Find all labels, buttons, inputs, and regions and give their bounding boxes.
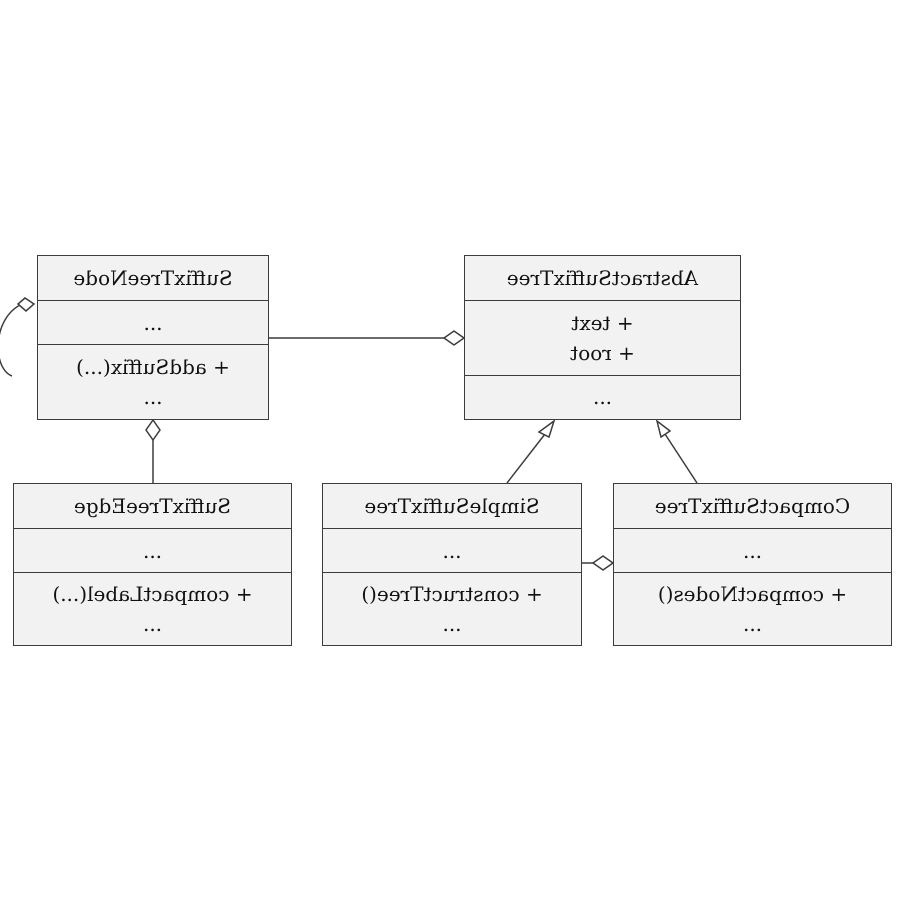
class-header: SimpleSuffixTree	[323, 484, 581, 528]
attribute: + text	[571, 311, 634, 335]
class-header: AbstractSuffixTree	[465, 256, 740, 300]
attributes-section: + text + root	[465, 300, 740, 375]
class-header: SuffixTreeEdge	[14, 484, 291, 528]
aggregation-edge-to-node	[145, 418, 161, 483]
aggregation-node-to-tree	[269, 330, 466, 346]
method: ...	[143, 384, 163, 409]
class-name: SimpleSuffixTree	[364, 494, 540, 518]
attributes-section: ...	[614, 528, 891, 572]
method: ...	[742, 611, 763, 636]
methods-section: + compactLabel(...) ...	[14, 572, 291, 644]
attribute: ...	[742, 538, 763, 563]
aggregation-diamond	[442, 330, 466, 346]
attributes-section: ...	[38, 300, 268, 344]
class-abstract-suffix-tree: AbstractSuffixTree + text + root ...	[464, 255, 741, 420]
class-header: SuffixTreeNode	[38, 256, 268, 300]
aggregation-diamond	[145, 418, 161, 442]
method: + compactNodes()	[657, 581, 848, 606]
method: + compactLabel(...)	[52, 581, 253, 606]
class-suffix-tree-edge: SuffixTreeEdge ... + compactLabel(...) .…	[13, 483, 292, 646]
attributes-section: ...	[14, 528, 291, 572]
method: ...	[142, 611, 163, 636]
generalization-arrowhead	[537, 419, 556, 439]
attribute: ...	[442, 538, 462, 563]
methods-section: + constructTree() ...	[323, 572, 581, 644]
class-name: SuffixTreeNode	[73, 266, 233, 290]
methods-section: ...	[465, 375, 740, 418]
class-name: CompactSuffixTree	[654, 494, 851, 518]
methods-section: + addSuffix(...) ...	[38, 344, 268, 418]
aggregation-diamond	[16, 297, 36, 312]
class-simple-suffix-tree: SimpleSuffixTree ... + constructTree() .…	[322, 483, 582, 646]
generalization-arrowhead	[655, 419, 672, 439]
method: ...	[592, 385, 613, 409]
generalization-simple-to-abstract	[506, 419, 556, 484]
aggregation-node-self	[0, 297, 36, 377]
methods-section: + compactNodes() ...	[614, 572, 891, 644]
attributes-section: ...	[323, 528, 581, 572]
method: ...	[442, 611, 462, 636]
aggregation-diamond	[591, 555, 615, 571]
class-header: CompactSuffixTree	[614, 484, 891, 528]
attribute: + root	[570, 341, 635, 365]
method: + constructTree()	[361, 581, 543, 606]
class-suffix-tree-node: SuffixTreeNode ... + addSuffix(...) ...	[37, 255, 269, 420]
class-compact-suffix-tree: CompactSuffixTree ... + compactNodes() .…	[613, 483, 892, 646]
method: + addSuffix(...)	[76, 354, 230, 379]
class-name: AbstractSuffixTree	[506, 266, 699, 290]
attribute: ...	[142, 538, 163, 563]
aggregation-simple-to-compact	[582, 555, 615, 571]
class-name: SuffixTreeEdge	[73, 494, 232, 518]
generalization-compact-to-abstract	[655, 419, 698, 484]
attribute: ...	[143, 310, 163, 335]
